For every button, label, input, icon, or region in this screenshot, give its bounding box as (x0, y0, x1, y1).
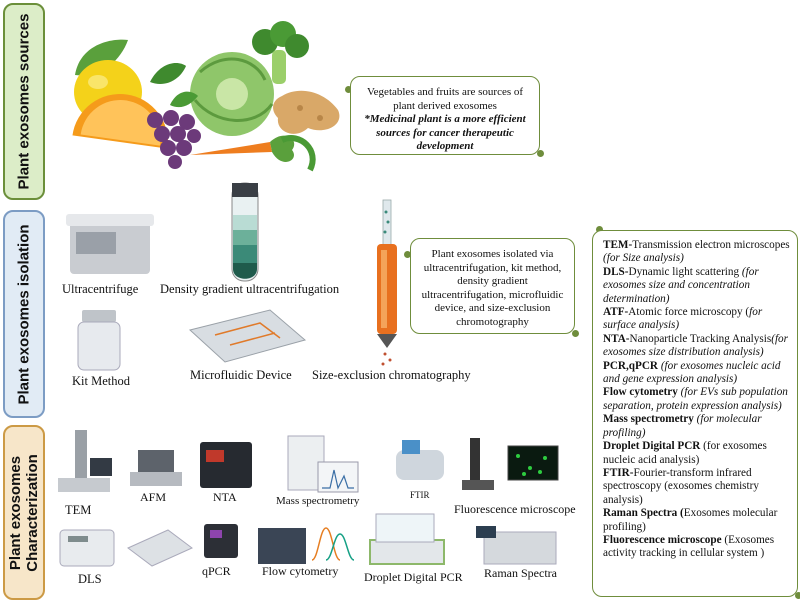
sources-section-label: Plant exosomes sources (3, 3, 45, 200)
method-entry: DLS-Dynamic light scattering (for exosom… (603, 265, 759, 305)
tem-label: TEM (65, 503, 92, 517)
callout-anchor-dot (404, 251, 411, 258)
raman-label: Raman Spectra (484, 566, 557, 580)
microfluidic-label: Microfluidic Device (190, 368, 292, 382)
callout-end-dot (795, 592, 800, 599)
sources-callout: Vegetables and fruits are sources of pla… (350, 76, 540, 155)
afm-label: AFM (140, 490, 167, 504)
method-entry: FTIR-Fourier-transform infrared spectros… (603, 466, 759, 506)
callout-end-dot (572, 330, 579, 337)
method-entry: TEM-Transmission electron microscopes (f… (603, 239, 790, 265)
methods-panel: TEM-Transmission electron microscopes (f… (592, 230, 798, 597)
method-entry: Flow cytometry (for EVs sub population s… (603, 386, 788, 412)
method-entry: Fluorescence microscope (Exosomes activi… (603, 533, 775, 560)
method-entry: PCR,qPCR (for exosomes nucleic acid and … (603, 359, 781, 386)
fluorescence-label: Fluorescence microscope (454, 502, 576, 516)
method-entry: Droplet Digital PCR (for exosomes nuclei… (603, 440, 767, 466)
callout-anchor-dot (345, 86, 352, 93)
dls-label: DLS (78, 572, 102, 586)
mass-spec-label: Mass spectrometry (276, 495, 360, 507)
method-entry: ATF-Atomic force microscopy (for surface… (603, 306, 763, 332)
density-gradient-label: Density gradient ultracentrifugation (160, 282, 340, 296)
nta-label: NTA (213, 490, 237, 504)
method-entry: NTA-Nanoparticle Tracking Analysis(for e… (603, 332, 788, 359)
kit-method-label: Kit Method (72, 374, 130, 388)
size-exclusion-label: Size-exclusion chromatography (312, 368, 471, 382)
flow-cytometry-label: Flow cytometry (262, 564, 339, 578)
qpcr-label: qPCR (202, 564, 231, 578)
method-entry: Raman Spectra (Exosomes molecular profil… (603, 507, 778, 533)
ftir-label: FTIR (410, 490, 430, 500)
method-entry: Mass spectrometry (for molecular profili… (603, 413, 762, 439)
callout-anchor-dot (596, 226, 603, 233)
ddpcr-label: Droplet Digital PCR (364, 570, 463, 584)
ultracentrifuge-label: Ultracentrifuge (62, 282, 139, 296)
characterization-section-label: Plant exosomes Characterization (3, 425, 45, 600)
isolation-section-label: Plant exosomes isolation (3, 210, 45, 418)
callout-end-dot (537, 150, 544, 157)
isolation-callout: Plant exosomes isolated via ultracentrif… (410, 238, 575, 334)
